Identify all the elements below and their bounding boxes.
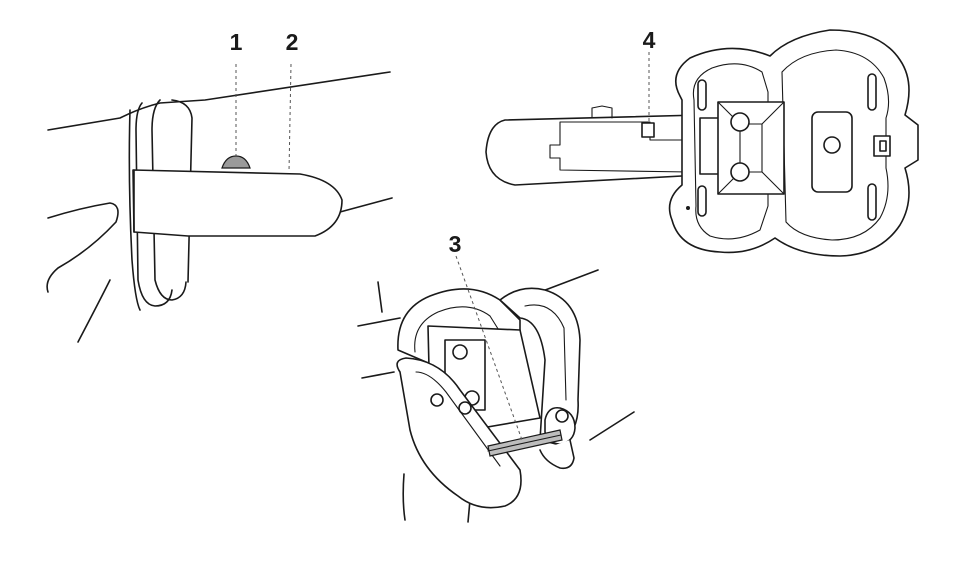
arm-right-edge — [539, 269, 635, 441]
latch-lever-front-edge — [415, 371, 501, 467]
strap-band-outer — [128, 109, 141, 311]
callout-3: 3 — [449, 231, 462, 257]
arm-upper-edge — [47, 71, 391, 131]
center-plate — [717, 101, 785, 195]
hinge-bottom — [539, 439, 575, 470]
cradle-right-arm — [499, 287, 581, 446]
mount-body-inner-left — [692, 63, 769, 240]
cavity-hole-top — [452, 344, 468, 360]
strap-slot-tr — [867, 73, 877, 111]
strap-band-2 — [151, 99, 187, 301]
clip-notch-inner — [879, 140, 887, 152]
latch-pin — [641, 122, 655, 138]
hand-fingers — [46, 202, 119, 293]
strap-slot-tl — [697, 79, 707, 111]
figure-pin-removal — [357, 269, 635, 523]
release-button — [221, 155, 251, 169]
callout-4: 4 — [643, 27, 656, 53]
strap-slot-br — [867, 183, 877, 221]
latch-lever — [485, 114, 701, 186]
latch-lever-front — [396, 357, 522, 509]
strap-band-3 — [171, 99, 193, 283]
hand-palm — [77, 279, 111, 343]
cradle-right-inner — [524, 304, 567, 401]
mount-housing — [132, 169, 343, 237]
tool-highlight — [487, 434, 562, 452]
center-plate-bevel — [717, 101, 785, 195]
strap-band-1 — [135, 102, 173, 307]
figure-mount-bottom-view — [485, 29, 919, 257]
strap-slot-bl — [697, 185, 707, 217]
latch-lever-tab — [591, 105, 613, 119]
callout-1: 1 — [230, 29, 243, 55]
hinge-pin-head — [555, 409, 569, 423]
indicator-dot — [686, 206, 690, 210]
mount-body-outline — [668, 29, 919, 257]
figure-wrist-mount-on-arm — [46, 71, 393, 343]
lever-screw — [458, 401, 472, 415]
screw-hole-top — [730, 112, 750, 132]
hinge-block — [699, 117, 721, 175]
lever-pivot — [430, 393, 444, 407]
leader-2 — [288, 63, 292, 173]
callout-2: 2 — [286, 29, 299, 55]
arm-lower-edge — [339, 197, 393, 213]
right-screw-hole — [823, 136, 841, 154]
cradle-left-inner — [414, 306, 501, 353]
leader-3 — [455, 255, 523, 441]
screw-hole-bottom — [730, 162, 750, 182]
arm-left-edge — [357, 281, 471, 523]
mount-body-inner-right — [781, 49, 890, 241]
